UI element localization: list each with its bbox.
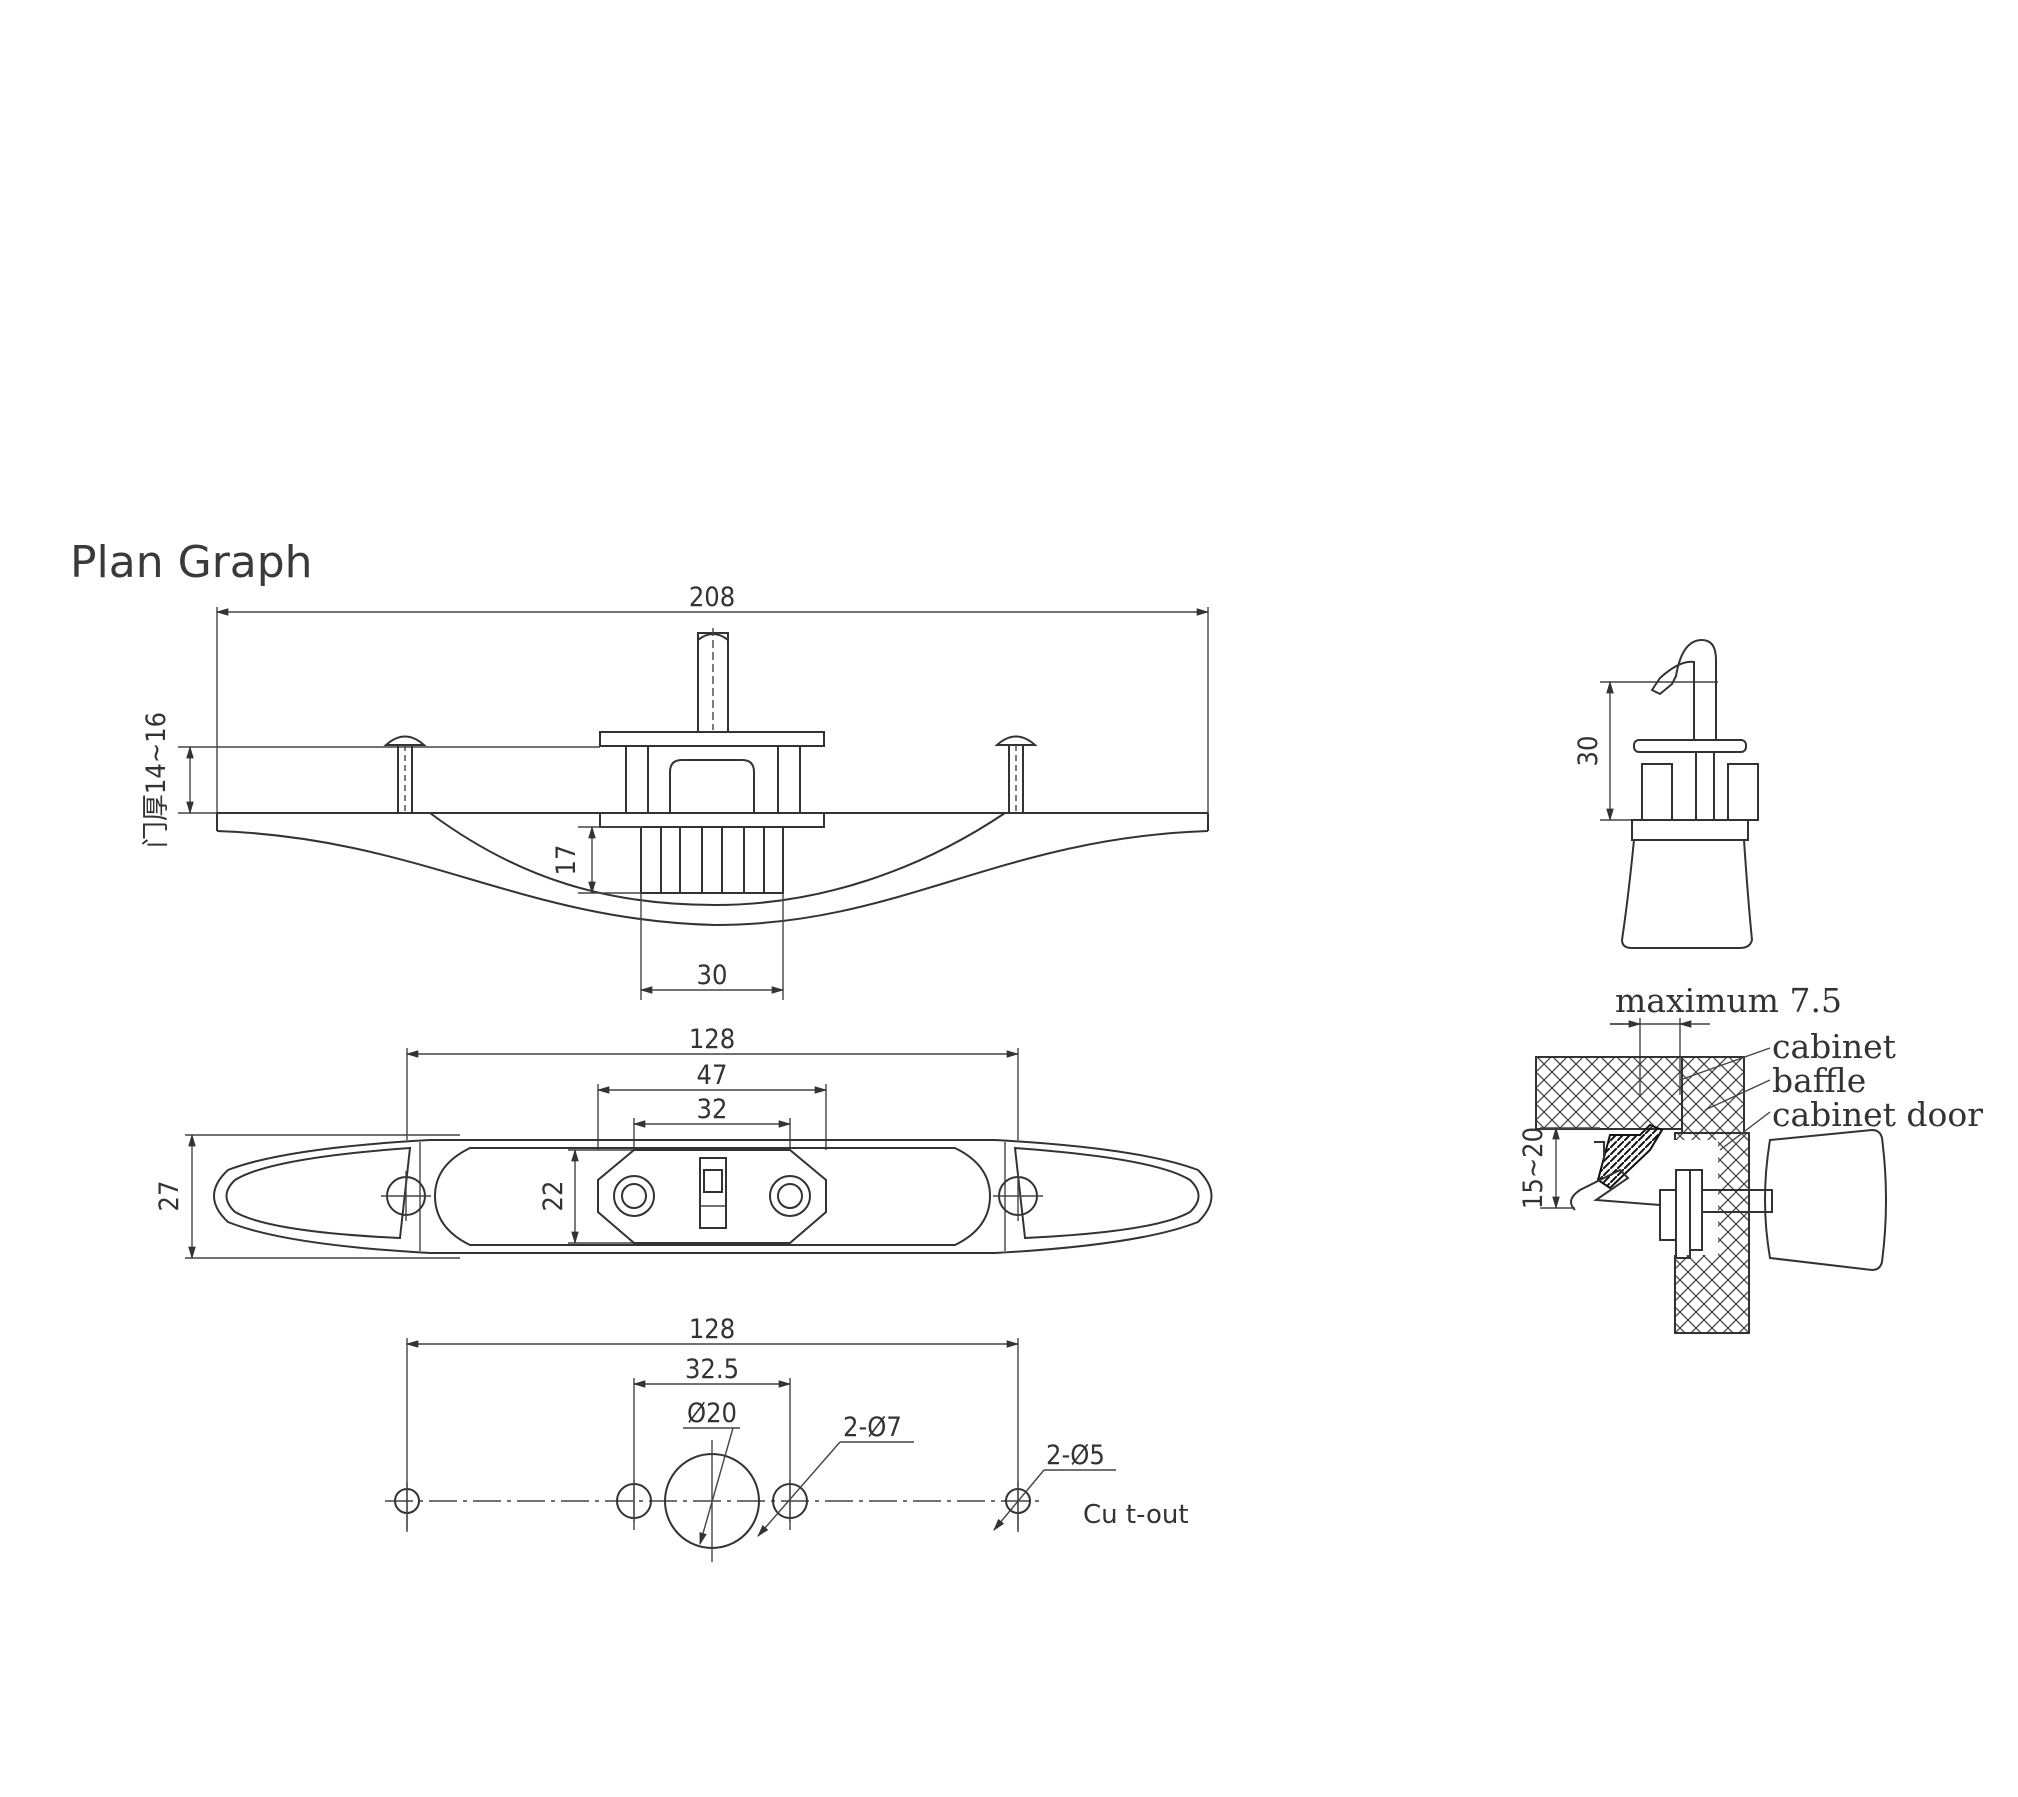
side-view: 208 门厚14~16 xyxy=(141,582,1210,1000)
dim-body-height: 22 xyxy=(538,1181,569,1212)
dim-hole-spacing: 128 xyxy=(689,1024,735,1055)
label-cabinet-door: cabinet door xyxy=(1772,1095,1983,1134)
dim-bracket-length: 47 xyxy=(697,1060,728,1091)
dim-maximum: maximum 7.5 xyxy=(1615,981,1842,1020)
label-baffle: baffle xyxy=(1772,1061,1866,1100)
end-view: 30 xyxy=(1573,638,1759,949)
dim-cutout-bracket: 32.5 xyxy=(685,1354,739,1385)
page-title: Plan Graph xyxy=(70,537,313,588)
dim-base-width: 30 xyxy=(697,960,728,991)
dim-body-depth: 17 xyxy=(551,845,582,876)
dim-bracket-holes: 32 xyxy=(697,1094,728,1125)
dim-overall-length: 208 xyxy=(689,582,735,613)
dim-door-thickness: 门厚14~16 xyxy=(141,712,172,848)
dim-overall-width: 27 xyxy=(154,1181,185,1212)
dim-end-holes: 2-Ø5 xyxy=(1046,1440,1105,1471)
dim-side-holes: 2-Ø7 xyxy=(843,1412,902,1443)
dim-cutout-spacing: 128 xyxy=(689,1314,735,1345)
dim-range: 15~20 xyxy=(1518,1127,1549,1209)
plan-view: 128 47 32 27 22 xyxy=(154,1024,1213,1260)
install-view: maximum 7.5 15~20 cabinet baffle cabinet… xyxy=(1518,981,1983,1334)
label-cabinet: cabinet xyxy=(1772,1027,1896,1066)
cutout-view: 128 32.5 Ø20 2-Ø7 2-Ø5 Cu t-out xyxy=(385,1314,1189,1562)
dim-end-height: 30 xyxy=(1573,736,1604,767)
cutout-label: Cu t-out xyxy=(1083,1500,1189,1530)
dim-center-hole: Ø20 xyxy=(687,1398,737,1429)
